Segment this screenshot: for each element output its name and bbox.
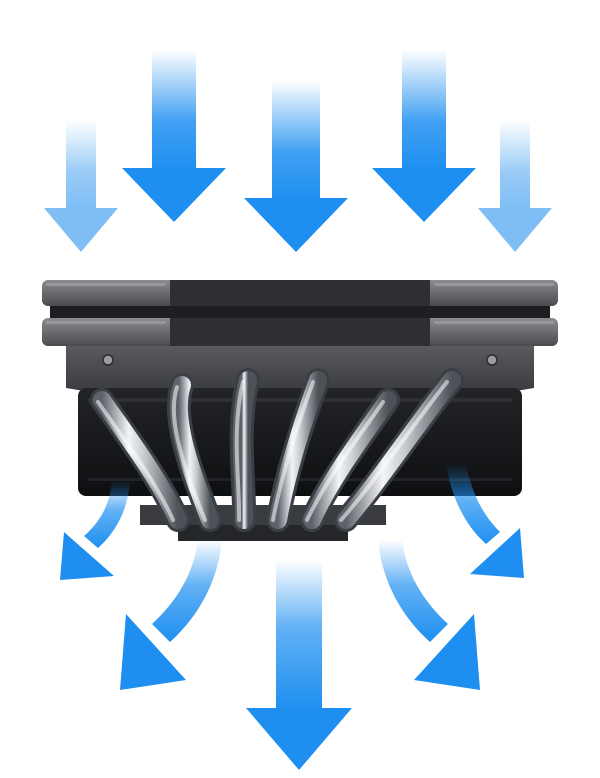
curved-arrow-icon bbox=[446, 464, 524, 578]
screw-icon bbox=[486, 354, 498, 366]
arrow-down-icon bbox=[372, 50, 476, 222]
curved-arrow-icon bbox=[120, 540, 222, 690]
arrow-down-icon bbox=[122, 50, 226, 222]
heatpipes bbox=[90, 368, 464, 532]
cpu-cooler bbox=[42, 280, 558, 541]
arrow-down-icon bbox=[244, 80, 348, 252]
intake-airflow-arrows bbox=[44, 50, 552, 252]
arrow-down-icon bbox=[478, 120, 552, 252]
heatsink-fin-stack bbox=[42, 280, 558, 346]
arrow-down-icon bbox=[246, 560, 352, 770]
arrow-down-icon bbox=[44, 120, 118, 252]
curved-arrow-icon bbox=[378, 540, 480, 690]
curved-arrow-icon bbox=[60, 480, 130, 580]
exhaust-airflow-arrows bbox=[60, 464, 524, 770]
screw-icon bbox=[102, 354, 114, 366]
mounting-plate bbox=[66, 346, 534, 392]
